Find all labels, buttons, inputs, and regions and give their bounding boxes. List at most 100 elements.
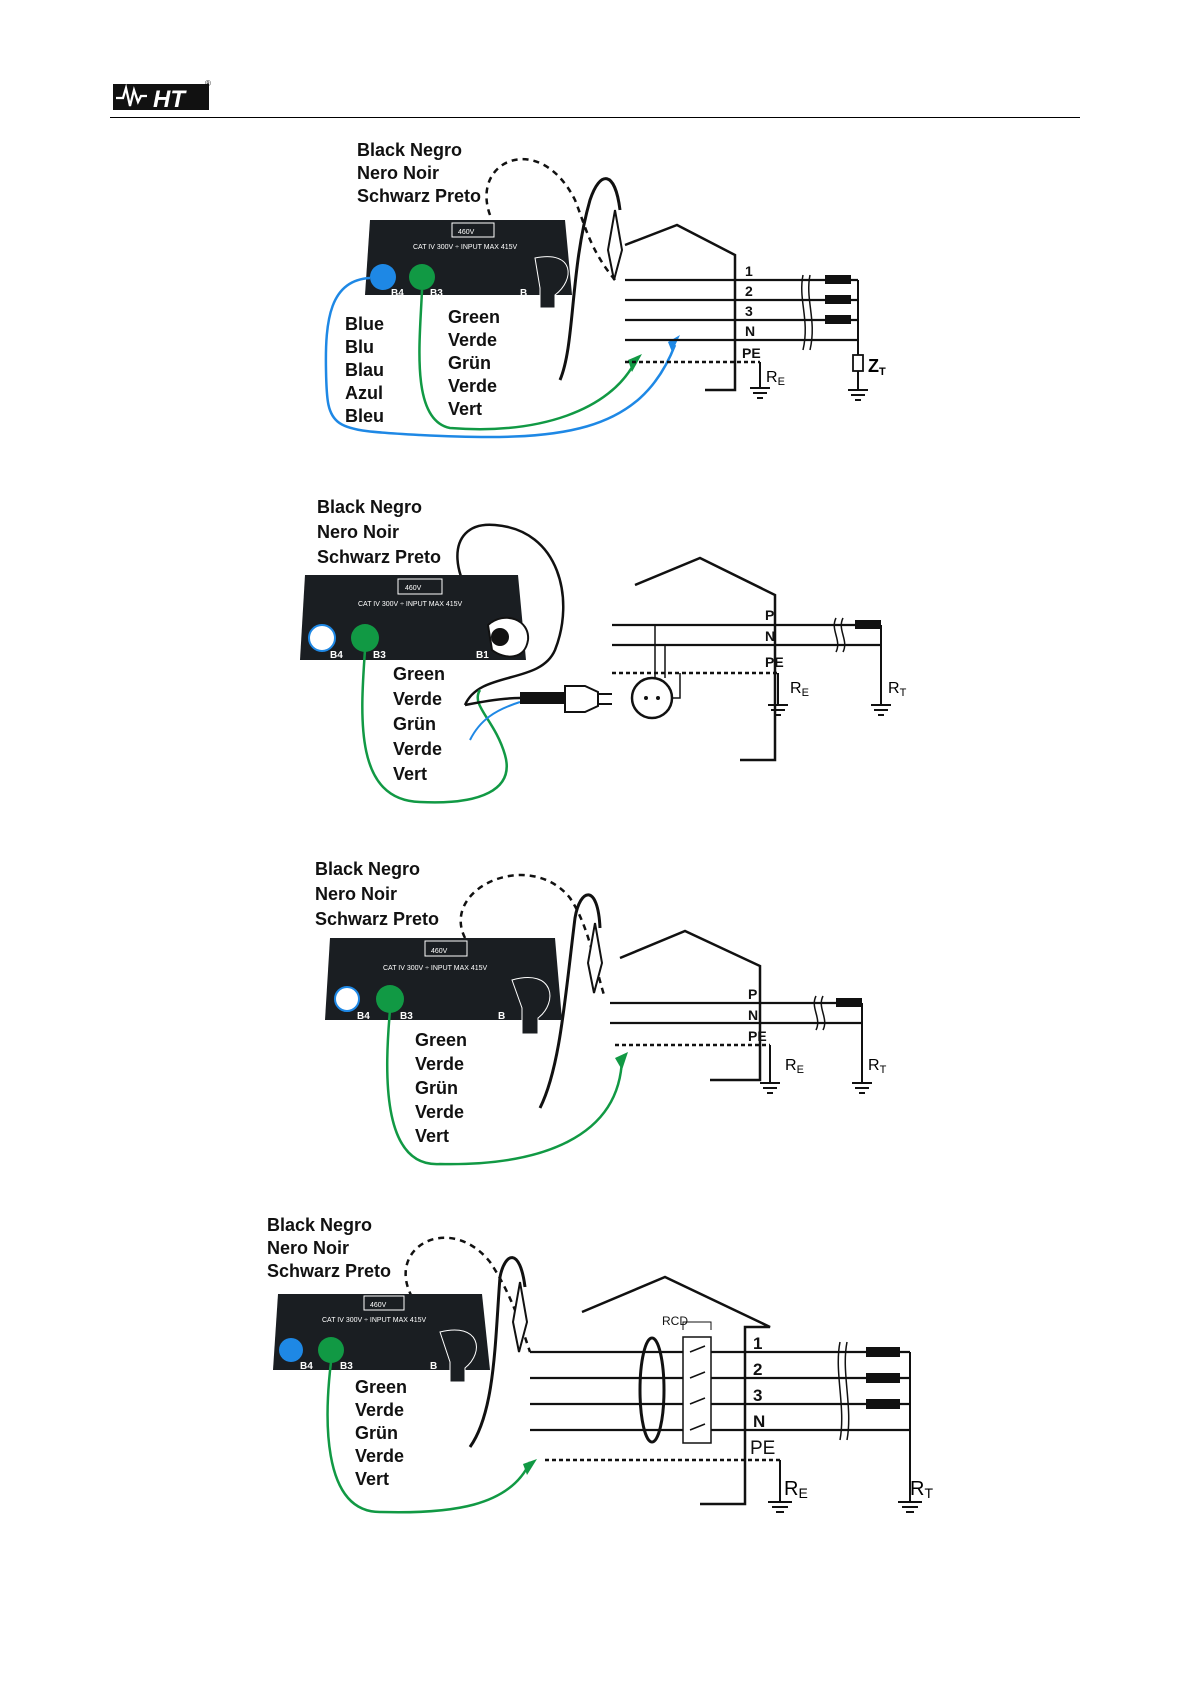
green-lead	[385, 1009, 624, 1166]
transformer-winding-2	[825, 295, 851, 304]
green-clip-icon	[615, 1052, 628, 1070]
wave-logo-icon	[116, 83, 147, 107]
green-label-line5: Vert	[448, 399, 482, 419]
ground-symbol-e	[760, 1082, 780, 1094]
transformer-winding-2	[866, 1373, 900, 1383]
green-lead	[418, 289, 637, 431]
transformer-winding-3	[825, 315, 851, 324]
label-re: RE	[766, 369, 785, 388]
black-label-line1: Black Negro	[315, 859, 420, 879]
ground-symbol-e	[768, 1501, 792, 1513]
blue-lead	[324, 276, 677, 439]
terminal-b3-green	[351, 624, 379, 652]
green-label-line3: Grün	[415, 1078, 458, 1098]
terminal-b4-empty	[334, 986, 360, 1012]
black-label-line1: Black Negro	[267, 1215, 372, 1235]
voltage-badge-frame	[363, 1295, 405, 1311]
house-outline	[581, 1275, 771, 1506]
label-rt: RT	[910, 1478, 933, 1501]
green-label-line1: Green	[393, 664, 445, 684]
black-label-line2: Nero Noir	[317, 522, 399, 542]
voltage-badge: 460V	[405, 585, 422, 592]
transformer-winding	[855, 620, 881, 629]
green-label-line4: Verde	[393, 739, 442, 759]
black-cable	[456, 523, 565, 706]
terminal-b4-blue	[370, 264, 396, 290]
label-1: 1	[753, 1334, 762, 1353]
label-2: 2	[745, 283, 753, 299]
ground-symbol-t	[848, 389, 868, 401]
voltage-badge: 460V	[370, 1302, 387, 1309]
black-clip-icon	[511, 1281, 529, 1353]
black-label-line1: Black Negro	[317, 497, 422, 517]
device-rating: CAT IV 300V ÷ INPUT MAX 415V	[383, 965, 488, 972]
black-lead-solid	[468, 1256, 527, 1448]
voltage-badge-frame	[424, 940, 468, 957]
label-p: P	[748, 986, 757, 1002]
terminal-b3-label: B3	[340, 1361, 353, 1372]
black-lead-dashed	[459, 873, 607, 999]
label-3: 3	[745, 303, 753, 319]
blue-label-line5: Bleu	[345, 406, 384, 426]
plug-connector-icon	[534, 256, 569, 309]
terminal-b3-green	[318, 1337, 344, 1363]
green-label-line3: Grün	[355, 1423, 398, 1443]
label-rt: RT	[868, 1057, 887, 1076]
socket-icon	[630, 676, 674, 720]
device-rating: CAT IV 300V ÷ INPUT MAX 415V	[358, 601, 463, 608]
voltage-badge: 460V	[458, 229, 475, 236]
green-label-line2: Verde	[355, 1400, 404, 1420]
green-lead	[361, 649, 508, 804]
blue-wire	[469, 701, 521, 741]
green-label-line2: Verde	[393, 689, 442, 709]
label-p: P	[765, 607, 774, 623]
terminal-b3-label: B3	[400, 1011, 413, 1022]
terminal-b4-label: B4	[391, 288, 404, 299]
blue-label-line2: Blu	[345, 337, 374, 357]
rcd-switch-box	[682, 1336, 712, 1444]
green-label-line5: Vert	[415, 1126, 449, 1146]
transformer-winding-1	[825, 275, 851, 284]
line-break-mark	[813, 995, 826, 1031]
diagram-4-three-phase-rcd: Black Negro Nero Noir Schwarz Preto 460V…	[267, 1215, 933, 1514]
rcd-toroid-icon	[638, 1336, 666, 1444]
black-label-line2: Nero Noir	[357, 163, 439, 183]
label-3: 3	[753, 1386, 762, 1405]
ground-symbol-e	[768, 704, 788, 716]
terminal-b3-green	[409, 264, 435, 290]
green-label-line1: Green	[415, 1030, 467, 1050]
device-rating: CAT IV 300V ÷ INPUT MAX 415V	[322, 1317, 427, 1324]
black-label-line2: Nero Noir	[267, 1238, 349, 1258]
plug-body	[520, 692, 565, 704]
black-label-line3: Schwarz Preto	[357, 186, 481, 206]
label-zt: ZT	[868, 356, 886, 378]
logo-registered-mark: ®	[205, 79, 211, 88]
black-label-line1: Black Negro	[357, 140, 462, 160]
label-n: N	[748, 1007, 758, 1023]
green-label-line1: Green	[355, 1377, 407, 1397]
label-n: N	[753, 1412, 765, 1431]
black-clip-icon	[586, 922, 604, 994]
terminal-b1-label: B1	[476, 650, 489, 661]
ground-symbol-t	[852, 1082, 872, 1094]
voltage-badge-frame	[451, 222, 495, 238]
ht-logo: HT ®	[113, 79, 211, 112]
line-break-mark	[801, 274, 813, 351]
transformer-winding-3	[866, 1399, 900, 1409]
label-pe: PE	[750, 1438, 775, 1459]
voltage-badge: 460V	[431, 948, 448, 955]
diagram-3-single-phase-clamp: Black Negro Nero Noir Schwarz Preto 460V…	[315, 859, 887, 1166]
plug-connector-icon	[511, 977, 551, 1035]
label-re: RE	[785, 1057, 804, 1076]
rcd-contacts	[689, 1345, 706, 1431]
plug-icon	[564, 685, 599, 713]
line-break-mark	[837, 1341, 850, 1441]
diagram-2-single-phase-plug: Black Negro Nero Noir Schwarz Preto 460V…	[300, 497, 907, 804]
line-break-mark	[833, 617, 846, 653]
ground-symbol-t	[871, 704, 891, 716]
terminal-b4-label: B4	[330, 650, 343, 661]
black-label-line3: Schwarz Preto	[315, 909, 439, 929]
plug-connector-icon	[439, 1329, 477, 1383]
green-label-line2: Verde	[415, 1054, 464, 1074]
voltage-badge-frame	[397, 578, 443, 595]
